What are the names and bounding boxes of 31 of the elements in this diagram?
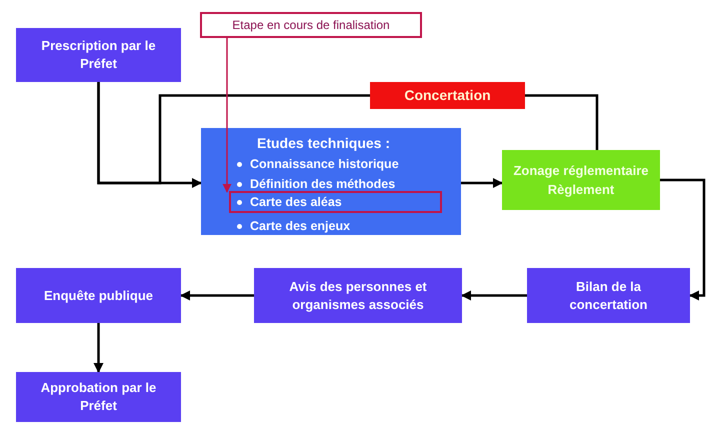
process-box (527, 268, 690, 323)
connector-line (525, 94, 598, 150)
box-label: Avis des personnes et organismes associés (288, 278, 428, 314)
box-label: Bilan de la concertation (568, 278, 648, 314)
arrow (660, 178, 706, 300)
heading: Etudes techniques : (257, 134, 390, 153)
box-label: Enquête publique (44, 286, 154, 304)
concertation-box (370, 82, 525, 109)
process-box (254, 268, 462, 323)
arrow (180, 290, 254, 300)
list-item: Carte des enjeux (250, 218, 350, 235)
list-item: Carte des aléas (250, 194, 342, 211)
connector-line (97, 82, 370, 184)
list-item: Définition des méthodes (250, 176, 396, 193)
highlight-box (229, 191, 442, 213)
study-box (201, 128, 461, 235)
arrow (461, 178, 503, 188)
process-box (16, 372, 181, 422)
arrow (461, 290, 527, 300)
box-label: Etape en cours de finalisation (232, 17, 390, 34)
box-label: Concertation (404, 86, 491, 105)
arrow (222, 38, 232, 193)
note-box (200, 12, 422, 38)
process-box (502, 150, 660, 210)
box-label: Prescription par le Préfet (40, 37, 157, 73)
process-box (16, 268, 181, 323)
arrow (94, 323, 104, 373)
box-label: Zonage réglementaire Règlement (512, 162, 650, 199)
process-box (16, 28, 181, 82)
list-item: Connaissance historique (250, 156, 399, 173)
box-label: Approbation par le Préfet (40, 379, 158, 415)
